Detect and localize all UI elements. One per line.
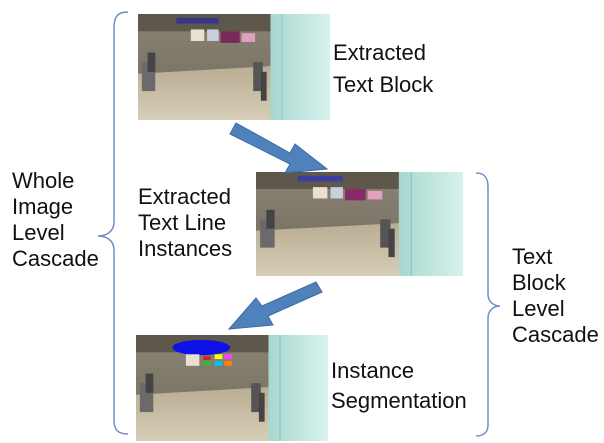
block-cascade-line-2: Block [512,270,566,295]
lobby-photo-2 [256,172,463,276]
step1-line-1: Extracted [333,40,426,65]
image-extracted-text-line-instances [256,172,463,276]
arrow-step-2-to-3 [227,281,323,330]
step1-line-2: Text Block [333,72,434,97]
step2-line-1: Extracted [138,184,231,209]
step3-line-2: Segmentation [331,388,467,413]
step2-label: Extracted Text Line Instances [138,184,232,262]
block-cascade-line-3: Level [512,296,565,321]
whole-cascade-line-1: Whole [12,168,75,193]
image-extracted-text-block [138,14,330,120]
step3-label: Instance Segmentation [331,358,467,414]
step2-line-2: Text Line [138,210,227,235]
block-cascade-line-4: Cascade [512,322,599,347]
step3-line-1: Instance [331,358,415,383]
whole-cascade-line-3: Level [12,220,65,245]
block-cascade-bracket [475,172,501,437]
block-cascade-line-1: Text [512,244,553,269]
image-instance-segmentation [136,335,328,441]
step2-line-3: Instances [138,236,233,261]
lobby-photo-1 [138,14,330,120]
segmentation-mask [172,339,231,356]
whole-cascade-line-2: Image [12,194,74,219]
whole-cascade-bracket [97,11,129,435]
whole-cascade-line-4: Cascade [12,246,99,271]
arrow-step-1-to-2 [229,122,329,174]
step1-label: Extracted Text Block [333,40,433,98]
whole-cascade-label: Whole Image Level Cascade [12,168,99,272]
lobby-photo-3 [136,335,328,441]
block-cascade-label: Text Block Level Cascade [512,244,599,348]
